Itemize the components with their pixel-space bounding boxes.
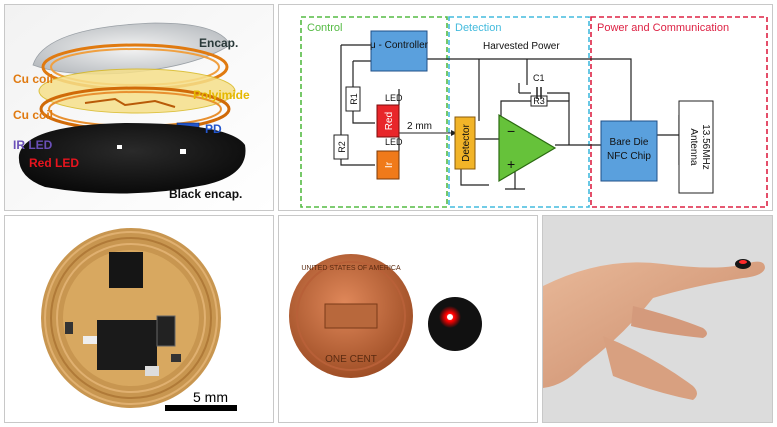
resistor-r3 bbox=[530, 95, 548, 107]
memorial-relief bbox=[324, 303, 378, 329]
resistor-r2 bbox=[333, 134, 349, 160]
detection-section-box bbox=[448, 16, 590, 208]
led-bottom-label: LED bbox=[385, 137, 403, 147]
op-amp-triangle bbox=[498, 113, 557, 183]
microcontroller-label: μ - Controller bbox=[370, 40, 429, 51]
nfc-chip-block bbox=[600, 120, 658, 182]
op-amp-minus: − bbox=[507, 123, 515, 139]
harvested-power-label: Harvested Power bbox=[483, 41, 560, 52]
distance-label: 2 mm bbox=[407, 121, 432, 132]
finger-photo bbox=[543, 216, 772, 422]
c1-label: C1 bbox=[533, 73, 545, 83]
finger-photo-panel bbox=[542, 215, 773, 423]
exploded-view-panel: Encap. Cu coil Polyimide Cu coil PD IR L… bbox=[4, 4, 274, 211]
microcontroller-block bbox=[370, 30, 428, 72]
coin-bottom-text: ONE CENT bbox=[325, 354, 377, 365]
black-chip bbox=[109, 252, 143, 288]
black-encapsulation bbox=[18, 123, 246, 194]
r2-label: R2 bbox=[337, 141, 347, 153]
finger-lower bbox=[603, 336, 697, 400]
coin-top-text: UNITED STATES OF AMERICA bbox=[301, 265, 401, 272]
detector-block bbox=[454, 116, 476, 170]
op-amp-plus: + bbox=[507, 156, 515, 172]
nfc-line2: NFC Chip bbox=[607, 151, 651, 162]
label-encap: Encap. bbox=[199, 36, 238, 50]
scale-bar-label: 5 mm bbox=[193, 389, 228, 405]
red-led-block bbox=[376, 104, 400, 138]
control-section-box bbox=[300, 16, 448, 208]
circuit-board-photo-panel: 5 mm bbox=[4, 215, 274, 423]
label-polyimide: Polyimide bbox=[193, 88, 250, 102]
r3-label: R3 bbox=[533, 96, 545, 106]
antenna-block bbox=[678, 100, 714, 194]
circuit-diagram-panel: Control Detection Power and Communicatio… bbox=[278, 4, 773, 211]
power-section-box bbox=[590, 16, 768, 208]
detection-section-title: Detection bbox=[455, 22, 501, 34]
ir-led-label: Ir bbox=[384, 161, 395, 168]
nfc-line1: Bare Die bbox=[610, 137, 649, 148]
exploded-view-illustration: Encap. Cu coil Polyimide Cu coil PD IR L… bbox=[5, 5, 273, 210]
ir-led-block bbox=[376, 150, 400, 180]
antenna-line1: Antenna bbox=[688, 128, 699, 166]
component-cluster bbox=[97, 320, 157, 370]
red-led-label: Red bbox=[384, 112, 395, 130]
hand-skin bbox=[543, 261, 765, 388]
coin-comparison-photo: UNITED STATES OF AMERICA ONE CENT bbox=[279, 216, 537, 422]
r1-label: R1 bbox=[349, 93, 359, 105]
antenna-line2: 13.56MHz bbox=[700, 124, 711, 170]
power-section-title: Power and Communication bbox=[597, 22, 729, 34]
circuit-diagram: Control Detection Power and Communicatio… bbox=[300, 16, 768, 208]
detector-label: Detector bbox=[461, 123, 472, 161]
label-cu-coil-top: Cu coil bbox=[13, 72, 53, 86]
label-cu-coil-bottom: Cu coil bbox=[13, 108, 53, 122]
coin-comparison-panel: UNITED STATES OF AMERICA ONE CENT bbox=[278, 215, 538, 423]
control-section-title: Control bbox=[307, 22, 342, 34]
label-pd: PD bbox=[205, 122, 222, 136]
led-top-label: LED bbox=[385, 93, 403, 103]
circuit-board-photo: 5 mm bbox=[5, 216, 273, 422]
label-ir-led: IR LED bbox=[13, 138, 53, 152]
resistor-r1 bbox=[345, 86, 361, 112]
label-red-led: Red LED bbox=[29, 156, 79, 170]
label-black-encap: Black encap. bbox=[169, 187, 242, 201]
